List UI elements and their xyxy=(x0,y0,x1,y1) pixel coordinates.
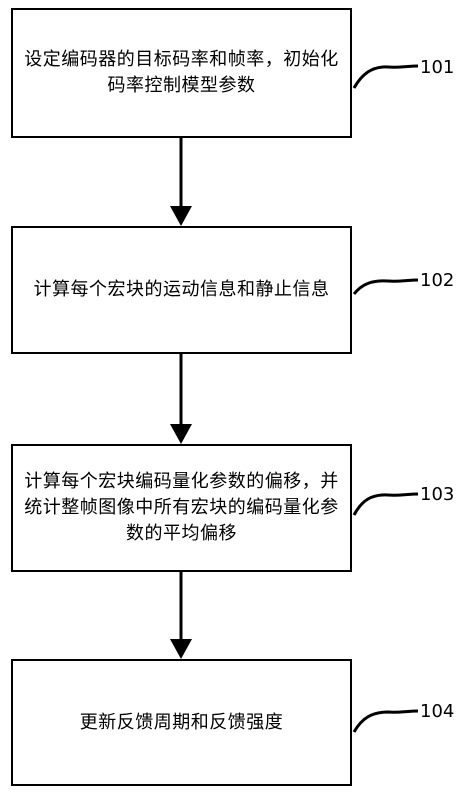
step-box-104: 更新反馈周期和反馈强度 xyxy=(11,659,352,786)
leader-line-101 xyxy=(352,64,419,89)
arrow-103-to-104 xyxy=(170,572,192,659)
step-text-101: 设定编码器的目标码率和帧率，初始化码率控制模型参数 xyxy=(24,49,339,96)
step-ref-104: 104 xyxy=(420,701,455,722)
arrow-101-to-102 xyxy=(170,138,192,226)
step-ref-103: 103 xyxy=(420,484,455,505)
leader-line-102 xyxy=(352,278,419,295)
step-ref-102: 102 xyxy=(420,270,455,291)
arrow-102-to-103 xyxy=(170,354,192,444)
step-box-102: 计算每个宏块的运动信息和静止信息 xyxy=(11,226,352,354)
step-text-103: 计算每个宏块编码量化参数的偏移，并统计整帧图像中所有宏块的编码量化参数的平均偏移 xyxy=(24,471,339,544)
step-ref-101: 101 xyxy=(420,57,455,78)
leader-line-104 xyxy=(352,709,419,733)
step-text-104: 更新反馈周期和反馈强度 xyxy=(79,711,284,733)
step-box-101: 设定编码器的目标码率和帧率，初始化码率控制模型参数 xyxy=(11,8,352,138)
step-text-102: 计算每个宏块的运动信息和静止信息 xyxy=(33,279,330,300)
step-box-103: 计算每个宏块编码量化参数的偏移，并统计整帧图像中所有宏块的编码量化参数的平均偏移 xyxy=(11,444,352,572)
leader-line-103 xyxy=(352,492,419,516)
